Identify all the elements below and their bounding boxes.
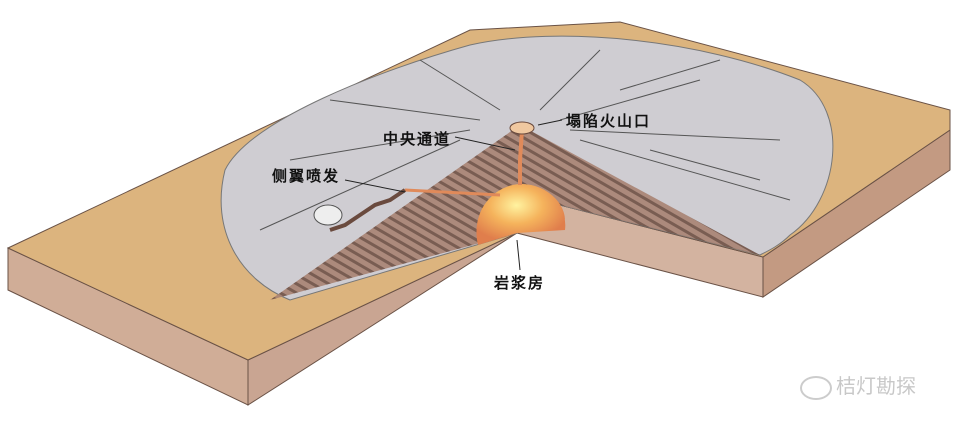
watermark: 桔灯勘探 [800,370,916,400]
flank-fissure [329,188,407,232]
magma-chamber-body [476,184,566,245]
label-collapsed-crater: 塌陷火山口 [566,112,652,130]
label-central-conduit: 中央通道 [383,130,452,148]
flank-vent [313,204,343,226]
collapsed-crater [509,121,535,135]
flank-conduit [404,188,501,197]
flow-lines [259,49,791,231]
leader-lines [344,119,563,271]
label-magma-chamber: 岩浆房 [494,274,546,292]
label-flank-eruption: 侧翼喷发 [272,167,341,185]
central-conduit [518,129,524,185]
watermark-text: 桔灯勘探 [836,374,916,398]
wechat-icon [800,375,832,400]
